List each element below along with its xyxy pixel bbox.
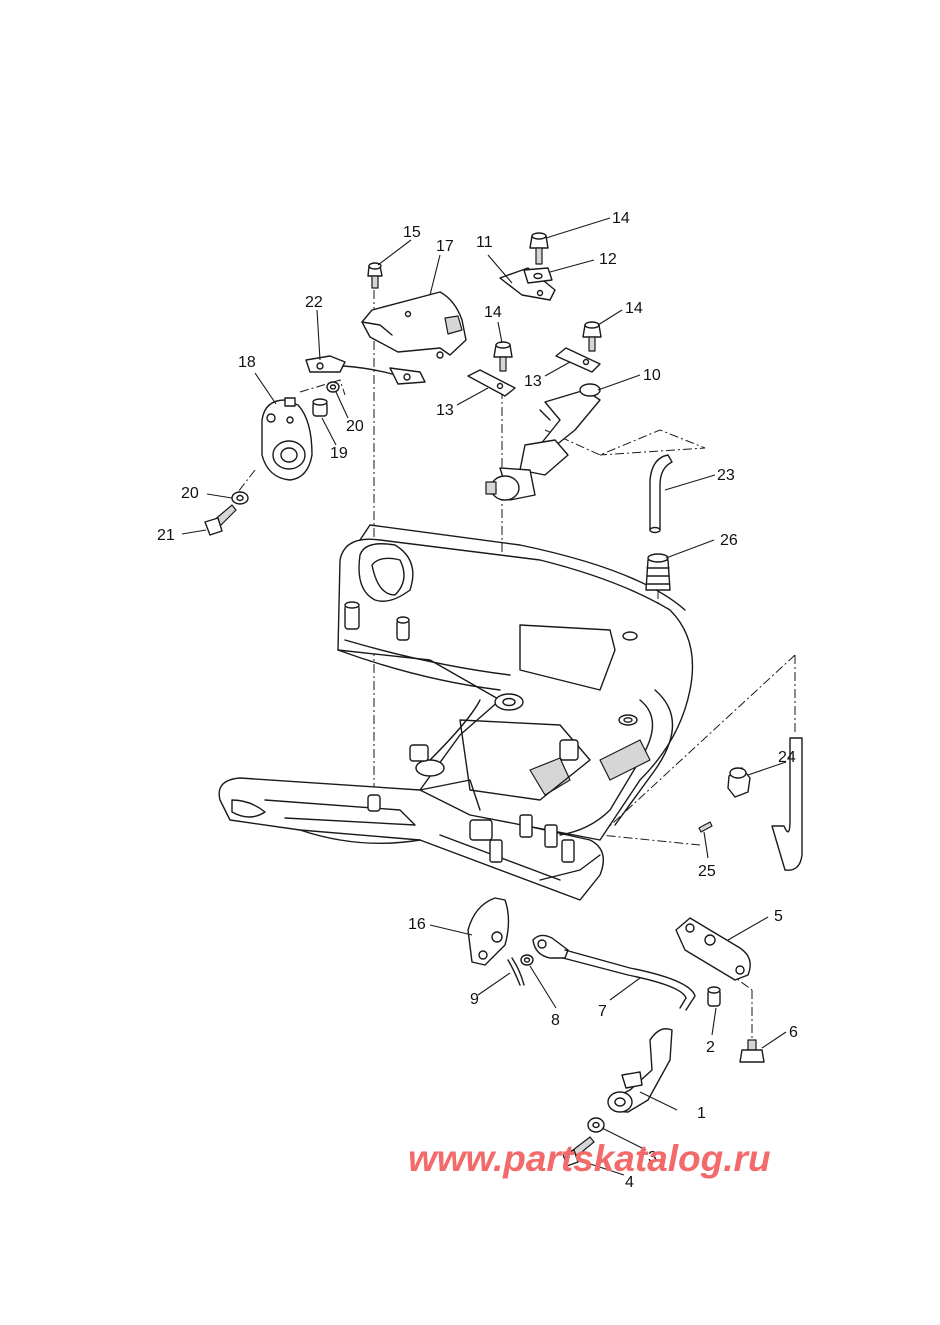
callout-22: 22: [305, 294, 323, 311]
callout-16: 16: [408, 916, 426, 933]
callout-23: 23: [717, 467, 735, 484]
washer-20: [231, 381, 340, 505]
shift-lever-1: [607, 1028, 673, 1113]
grommet-26: [645, 553, 671, 591]
callout-19: 19: [330, 445, 348, 462]
bolt-14-mid: [493, 341, 513, 372]
callout-labels: 1 2 3 4 5 6 7 8 9 10 11 12 13 13 14 14 1…: [157, 210, 798, 1191]
link-plate-5: [675, 917, 751, 981]
bolt-6: [739, 1039, 765, 1063]
watermark-text: www.partskatalog.ru: [408, 1138, 771, 1179]
callout-8: 8: [551, 1012, 560, 1029]
callout-20-upper: 20: [346, 418, 364, 435]
callout-9: 9: [470, 991, 479, 1008]
plate-13-left: [467, 369, 516, 397]
callout-14-right: 14: [625, 300, 643, 317]
bolt-4: [562, 1136, 595, 1167]
callout-6: 6: [789, 1024, 798, 1041]
bolt-14-right: [582, 321, 602, 352]
callout-24: 24: [778, 749, 796, 766]
callout-1: 1: [697, 1105, 706, 1122]
cowling-grommets: [344, 601, 638, 863]
callout-21: 21: [157, 527, 175, 544]
cam-18: [261, 397, 313, 481]
callout-14-top: 14: [612, 210, 630, 227]
callout-12: 12: [599, 251, 617, 268]
callout-5: 5: [774, 908, 783, 925]
collar-2: [707, 986, 721, 1007]
pin-25: [698, 821, 713, 833]
callout-7: 7: [598, 1003, 607, 1020]
callout-13-right: 13: [524, 373, 542, 390]
callout-17: 17: [436, 238, 454, 255]
collar-19: [312, 398, 328, 417]
washer-8: [520, 954, 534, 966]
callout-14-mid: 14: [484, 304, 502, 321]
lower-cowling: [218, 524, 694, 901]
bolt-15: [367, 262, 383, 289]
plate-11: [499, 267, 556, 301]
callout-26: 26: [720, 532, 738, 549]
callout-15: 15: [403, 224, 421, 241]
bolt-14-top: [529, 232, 549, 265]
shift-lever-10: [485, 383, 601, 501]
callout-20-lower: 20: [181, 485, 199, 502]
plate-12: [523, 267, 553, 284]
shift-rod-7: [532, 934, 696, 1011]
callout-13-left: 13: [436, 402, 454, 419]
callout-4: 4: [625, 1174, 634, 1191]
callout-2: 2: [706, 1039, 715, 1056]
callout-25: 25: [698, 863, 716, 880]
bolt-21: [204, 504, 237, 536]
leader-lines: [181, 217, 787, 1176]
callout-18: 18: [238, 354, 256, 371]
hose-23: [649, 454, 673, 534]
bracket-17: [361, 291, 467, 359]
plate-16: [467, 897, 510, 966]
hose-24: [727, 737, 803, 871]
callout-11: 11: [476, 234, 493, 251]
callout-3: 3: [648, 1149, 657, 1166]
callout-10: 10: [643, 367, 661, 384]
cotter-pin-9: [507, 957, 525, 986]
plate-13-right: [555, 347, 601, 373]
link-rod-22: [305, 355, 426, 385]
washer-3: [587, 1117, 605, 1133]
